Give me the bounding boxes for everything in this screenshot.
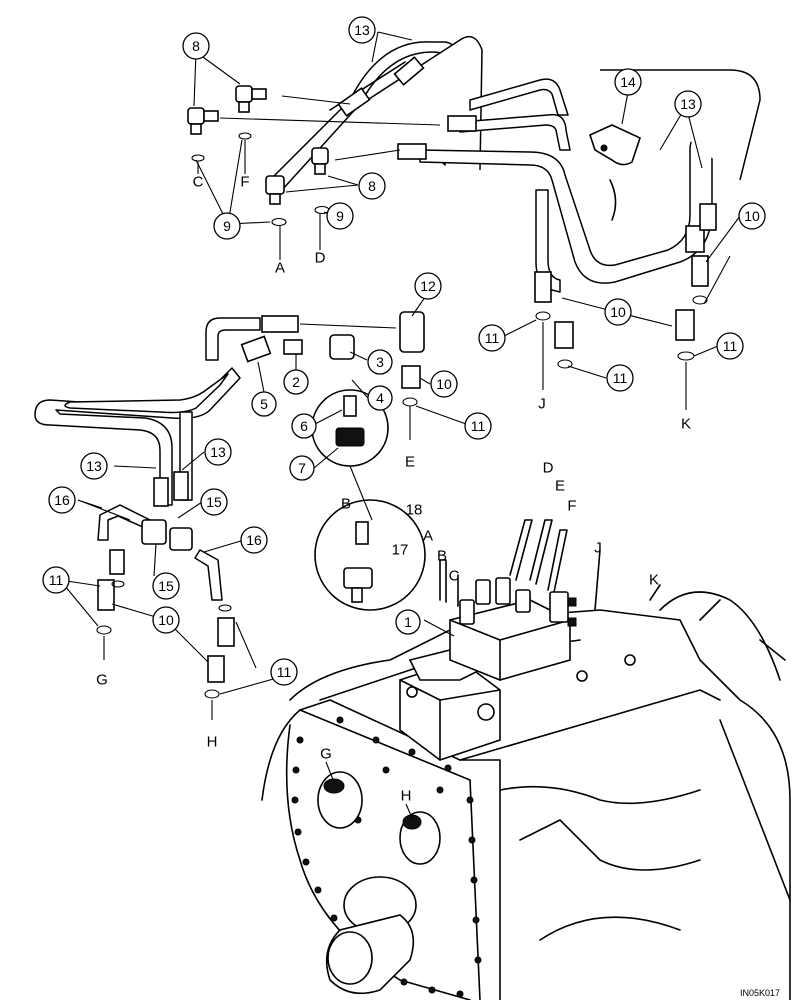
callout-11f: 11 [270, 658, 298, 686]
svg-text:11: 11 [485, 330, 500, 346]
hose-assembly-left [34, 311, 425, 507]
svg-text:B: B [341, 496, 351, 513]
callout-9a: 9 [213, 212, 241, 240]
callout-11e: 11 [42, 566, 70, 594]
svg-text:B: B [437, 548, 447, 565]
callout-4: 4 [367, 385, 393, 411]
svg-text:D: D [543, 460, 554, 477]
callout-10d: 10 [152, 606, 180, 634]
svg-text:E: E [555, 478, 565, 495]
callout-2: 2 [283, 369, 309, 395]
svg-text:K: K [649, 572, 659, 589]
elbow-fittings-top [187, 85, 441, 227]
fittings-right [534, 255, 709, 410]
svg-text:4: 4 [376, 390, 384, 406]
callout-8b: 8 [358, 172, 386, 200]
callout-16a: 16 [48, 486, 76, 514]
svg-text:6: 6 [300, 418, 308, 434]
svg-text:10: 10 [158, 612, 174, 628]
reference-code: IN05K017 [740, 988, 780, 998]
callout-5: 5 [251, 391, 277, 417]
callout-13c: 13 [80, 452, 108, 480]
svg-text:A: A [275, 260, 285, 277]
svg-text:13: 13 [354, 22, 370, 38]
svg-text:13: 13 [86, 458, 102, 474]
sensor-detail [311, 389, 426, 611]
svg-text:11: 11 [613, 370, 628, 386]
svg-text:H: H [207, 734, 218, 751]
valve-block [399, 519, 661, 761]
callout-1: 1 [395, 609, 421, 635]
callout-3: 3 [367, 349, 393, 375]
svg-text:8: 8 [368, 178, 376, 194]
svg-text:C: C [449, 568, 460, 585]
svg-text:J: J [594, 540, 602, 557]
svg-text:G: G [96, 672, 108, 689]
transmission-housing [261, 591, 791, 1000]
callout-13d: 13 [204, 438, 232, 466]
svg-text:18: 18 [406, 502, 423, 519]
svg-text:2: 2 [292, 374, 300, 390]
svg-text:9: 9 [223, 218, 231, 234]
callout-14: 14 [614, 68, 642, 96]
svg-text:H: H [401, 788, 412, 805]
callout-10b: 10 [430, 370, 458, 398]
fittings-left-lower [96, 504, 235, 720]
svg-text:K: K [681, 416, 691, 433]
svg-text:D: D [315, 250, 326, 267]
callout-11b: 11 [478, 324, 506, 352]
svg-text:8: 8 [192, 38, 200, 54]
svg-text:11: 11 [723, 338, 738, 354]
svg-text:A: A [423, 528, 433, 545]
svg-text:11: 11 [277, 664, 292, 680]
hose-assembly-top [269, 35, 761, 293]
svg-text:J: J [538, 396, 546, 413]
svg-text:16: 16 [246, 532, 262, 548]
callout-13b: 13 [674, 90, 702, 118]
svg-text:11: 11 [471, 418, 486, 434]
port-letters: C F A D J K E B 18 17 A B C D E F J K G … [96, 174, 691, 805]
callout-13a: 13 [348, 16, 376, 44]
svg-text:15: 15 [158, 578, 174, 594]
callout-8a: 8 [182, 32, 210, 60]
callout-12: 12 [414, 272, 442, 300]
callout-11a: 11 [464, 412, 492, 440]
svg-text:12: 12 [420, 278, 436, 294]
callout-15a: 15 [200, 488, 228, 516]
svg-text:16: 16 [54, 492, 70, 508]
callout-10a: 10 [738, 202, 766, 230]
svg-text:C: C [193, 174, 204, 191]
svg-text:14: 14 [620, 74, 636, 90]
svg-text:E: E [405, 454, 415, 471]
svg-text:11: 11 [49, 572, 64, 588]
callout-leaders [59, 31, 741, 695]
svg-text:15: 15 [206, 494, 222, 510]
callout-15b: 15 [152, 572, 180, 600]
letter-leaders [197, 140, 413, 819]
svg-text:3: 3 [376, 354, 384, 370]
callout-9b: 9 [326, 202, 354, 230]
callout-11c: 11 [606, 364, 634, 392]
svg-text:F: F [567, 498, 576, 515]
svg-text:1: 1 [404, 614, 412, 630]
svg-text:9: 9 [336, 208, 344, 224]
svg-text:17: 17 [392, 542, 409, 559]
svg-text:7: 7 [298, 460, 306, 476]
svg-text:13: 13 [210, 444, 226, 460]
svg-text:10: 10 [610, 304, 626, 320]
svg-text:10: 10 [744, 208, 760, 224]
callout-7: 7 [289, 455, 315, 481]
callout-16b: 16 [240, 526, 268, 554]
callout-10c: 10 [604, 298, 632, 326]
callout-6: 6 [291, 413, 317, 439]
svg-text:10: 10 [436, 376, 452, 392]
svg-text:5: 5 [260, 396, 268, 412]
svg-text:G: G [320, 746, 332, 763]
callout-11d: 11 [716, 332, 744, 360]
svg-text:13: 13 [680, 96, 696, 112]
svg-text:F: F [240, 174, 249, 191]
